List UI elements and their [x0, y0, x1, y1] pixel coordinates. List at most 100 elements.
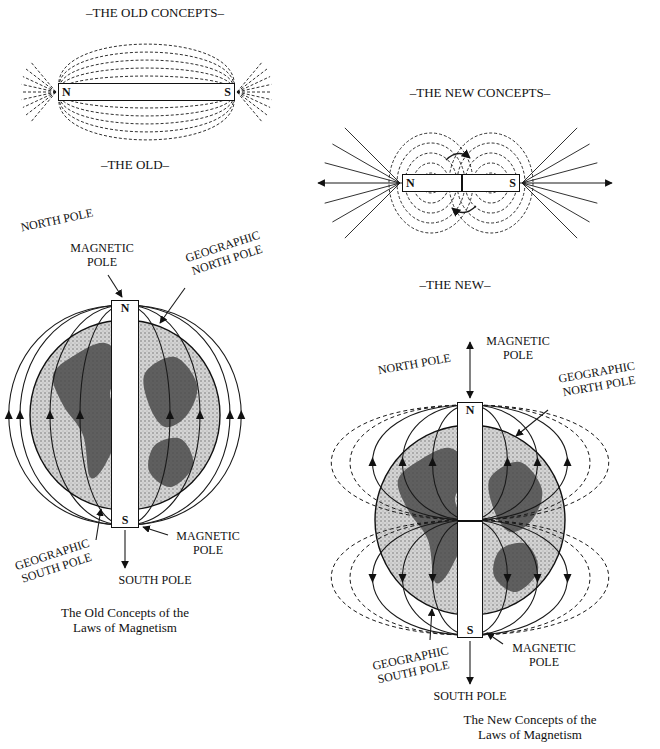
pole-label: SOUTH POLE: [420, 690, 520, 704]
pole-letter: S: [221, 85, 234, 99]
pole-letter: S: [464, 623, 477, 637]
field-line: [325, 183, 400, 203]
pole-letter: S: [119, 513, 132, 527]
leader-arrow: [516, 410, 548, 436]
caption: The New Concepts of the Laws of Magnetis…: [455, 713, 605, 743]
field-arrowhead: [237, 410, 245, 419]
continent: [148, 438, 193, 487]
pole-letter: N: [463, 403, 478, 417]
illustration: [5, 44, 612, 684]
flow-arrow: [452, 206, 476, 213]
field-arrowhead: [46, 410, 54, 419]
field-line: [23, 92, 56, 107]
field-arrowhead: [166, 410, 174, 419]
field-line: [331, 520, 470, 635]
field-line: [325, 163, 400, 183]
field-line: [522, 128, 577, 183]
pole-label: MAGNETIC POLE: [62, 242, 142, 270]
field-arrowhead: [226, 410, 234, 419]
pole-label: MAGNETIC POLE: [478, 335, 558, 363]
field-arrowhead: [76, 410, 84, 419]
pole-label: SOUTH POLE: [105, 574, 205, 588]
field-line: [9, 305, 125, 525]
field-arrowhead: [534, 457, 542, 466]
pole-label: MAGNETIC POLE: [503, 642, 585, 670]
field-line: [31, 62, 56, 92]
field-line: [470, 405, 609, 520]
field-arrowhead: [399, 574, 407, 583]
field-line: [373, 520, 471, 635]
field-arrowhead: [369, 574, 377, 583]
bar-magnet: NS: [457, 402, 483, 638]
pole-letter: S: [506, 176, 519, 190]
leader-arrow: [108, 275, 122, 297]
leader-arrow: [143, 527, 168, 535]
field-arrowhead: [534, 574, 542, 583]
pole-label: MAGNETIC POLE: [168, 530, 248, 558]
field-arrowhead: [196, 410, 204, 419]
pole-arrow: [469, 342, 470, 398]
field-arrowhead: [564, 574, 572, 583]
leader-arrow: [430, 609, 432, 640]
leader-arrow: [487, 633, 503, 644]
field-arrowhead: [429, 457, 437, 466]
leader-arrow: [124, 530, 125, 568]
pole-arrow: [469, 641, 470, 684]
bar-magnet: NS: [58, 83, 235, 101]
section-heading: –THE NEW–: [400, 278, 510, 293]
field-arrowhead: [504, 457, 512, 466]
pole-label: NORTH POLE: [2, 203, 112, 239]
pole-label: GEOGRAPHIC SOUTH POLE: [0, 532, 108, 591]
pole-letter: N: [403, 176, 418, 190]
caption: The Old Concepts of the Laws of Magnetis…: [50, 606, 200, 636]
field-line: [237, 92, 271, 93]
continent: [143, 357, 197, 428]
continent: [493, 543, 538, 592]
field-arrowhead: [564, 457, 572, 466]
field-line: [237, 62, 262, 92]
section-heading: –THE OLD CONCEPTS–: [55, 6, 255, 21]
pole-letter: N: [118, 301, 133, 315]
section-heading: –THE OLD–: [75, 158, 195, 173]
field-line: [522, 183, 597, 203]
field-arrowhead: [429, 574, 437, 583]
field-line: [125, 305, 230, 525]
field-line: [470, 520, 568, 635]
field-line: [237, 92, 271, 100]
field-arrowhead: [504, 574, 512, 583]
pole-label: GEOGRAPHIC NORTH POLE: [173, 225, 277, 282]
magnet-divider: [461, 175, 463, 191]
pole-label: NORTH POLE: [366, 350, 464, 380]
pole-label: GEOGRAPHIC SOUTH POLE: [360, 642, 464, 690]
pole-letter: N: [59, 85, 74, 99]
field-line: [522, 183, 577, 238]
leader-arrow: [96, 509, 101, 540]
bar-magnet: NS: [402, 174, 520, 192]
field-line: [373, 405, 471, 520]
field-line: [345, 183, 400, 238]
flow-arrow: [446, 153, 470, 160]
field-line: [345, 128, 400, 183]
field-line: [22, 92, 56, 93]
field-line: [331, 405, 470, 520]
field-line: [237, 92, 270, 107]
magnet-divider: [458, 520, 482, 522]
field-line: [470, 520, 609, 635]
field-line: [522, 163, 597, 183]
field-line: [22, 92, 56, 100]
section-heading: –THE NEW CONCEPTS–: [380, 86, 580, 101]
bar-magnet: NS: [111, 300, 139, 528]
field-arrowhead: [369, 457, 377, 466]
field-arrowhead: [5, 410, 13, 419]
field-line: [26, 69, 56, 92]
leader-arrow: [160, 288, 185, 323]
field-arrowhead: [16, 410, 24, 419]
pole-label: GEOGRAPHIC NORTH POLE: [546, 358, 649, 403]
field-line: [125, 305, 241, 525]
field-line: [237, 69, 267, 92]
field-arrowhead: [399, 457, 407, 466]
field-line: [20, 305, 125, 525]
field-line: [470, 405, 568, 520]
